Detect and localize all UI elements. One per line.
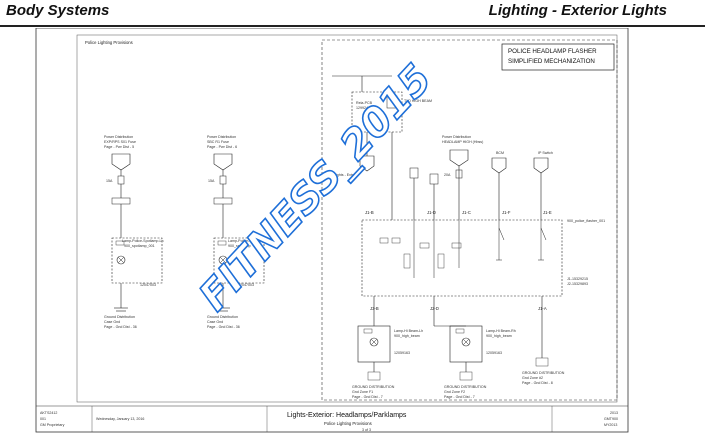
tb-doc-no: AKTS2412 xyxy=(40,411,57,415)
ip-switch-label: IP Switch xyxy=(538,151,553,155)
lights-exterior-label: Lights - Exterior xyxy=(334,173,360,177)
tb-code1: GMT900 xyxy=(604,417,618,421)
hi-beam-lh-label: Lamp-Hi Beam-Lh xyxy=(394,329,423,333)
j1-codes-1: J1-15329215 xyxy=(567,277,588,281)
fuse-20a-label: 20A xyxy=(444,173,451,177)
mid-power-line3: Page - Pwr Dist - 6 xyxy=(207,145,237,149)
hi-beam-label: TLD HIGH BEAM xyxy=(404,99,432,103)
left-ground-line2: Case Gnd xyxy=(104,320,120,324)
hi-beam-rh-label: Lamp-Hi Beam-Rh xyxy=(486,329,516,333)
left-ground-line3: Page - Gnd Dist - 36 xyxy=(104,325,137,329)
wiring-diagram: Police Lighting Provisions POLICE HEADLA… xyxy=(35,27,629,433)
mid-ground-title: Ground Distribution xyxy=(207,315,238,319)
left-lamp-label: Lamp-Police-Spotlamp-Lh xyxy=(122,239,164,243)
conn-j1f: J1-F xyxy=(502,210,511,215)
conn-j1e: J1-E xyxy=(543,210,552,215)
flasher-module-label: 900_police_flasher_001 xyxy=(567,219,605,223)
header-rule xyxy=(0,25,705,27)
relay-part: 12992403 xyxy=(356,106,372,110)
hi-beam-rh-part: 12059163 xyxy=(486,351,502,355)
relay-label: Rela-PCB xyxy=(356,101,373,105)
drawing-border xyxy=(76,34,618,403)
conn-j1d: J1-D xyxy=(427,210,436,215)
hi-beam-lh-part: 12059163 xyxy=(394,351,410,355)
conn-j1b: J1-B xyxy=(365,210,374,215)
section-title: Police Lighting Provisions xyxy=(85,40,133,45)
tb-code2: MY2013 xyxy=(604,423,617,427)
tb-title: Lights-Exterior: Headlamps/Parklamps xyxy=(287,412,407,419)
schematic-sheet: Police Lighting Provisions POLICE HEADLA… xyxy=(32,27,632,440)
left-lamp-part: 12047003 xyxy=(140,283,156,287)
page-header: Body Systems Lighting - Exterior Lights xyxy=(0,0,705,27)
tb-year: 2013 xyxy=(610,411,618,415)
conn-j2d: J2-D xyxy=(430,306,439,311)
gnd-dist-2-page: Page - Gnd Dist - 7 xyxy=(444,395,475,399)
mid-ground-line2: Case Gnd xyxy=(207,320,223,324)
header-right-title: Lighting - Exterior Lights xyxy=(488,2,667,19)
hi-beam-lh-sub: 900_high_beam xyxy=(394,334,420,338)
left-spotlamp-circuit: Power Distribution EXP/RPS S01 Fuse Page… xyxy=(104,135,164,329)
tb-owner: GM Proprietary xyxy=(40,423,65,427)
headlamp-flasher-circuit: Rela-PCB 12992403 TLD HIGH BEAM Lights -… xyxy=(332,75,605,399)
sheet-frame xyxy=(35,27,629,433)
gnd-dist-3-page: Page - Gnd Dist - 8 xyxy=(522,381,553,385)
j1-codes-2: J2-15329893 xyxy=(567,282,588,286)
left-lamp-line2: 900_spotlamp_001 xyxy=(124,244,155,248)
left-fuse xyxy=(117,175,125,185)
right-power-title: Power Distribution xyxy=(442,135,471,139)
left-power-line2: EXP/RPS S01 Fuse xyxy=(104,140,136,144)
mid-lamp-label: Lamp-Police-Spotlamp-Rh xyxy=(228,239,270,243)
gnd-dist-1-sub: Gnd Zone F1 xyxy=(352,390,373,394)
tb-subtitle: Police Lighting Provisions xyxy=(324,421,372,426)
mid-ground-line3: Page - Gnd Dist - 36 xyxy=(207,325,240,329)
tb-sheet: 3 of 3 xyxy=(362,428,371,432)
mid-fuse-label: 15A xyxy=(208,179,215,183)
mechanization-box xyxy=(321,39,618,401)
hi-beam-rh-sub: 900_high_beam xyxy=(486,334,512,338)
conn-j1c: J1-C xyxy=(462,210,471,215)
tb-rev: 001 xyxy=(40,417,46,421)
gnd-dist-3-sub: Gnd Zone #2 xyxy=(522,376,543,380)
flasher-module-box xyxy=(361,219,563,297)
header-left-title: Body Systems xyxy=(6,2,110,19)
box-title-frame xyxy=(501,43,615,71)
right-spotlamp-circuit: Power Distribution SBC R1 Fuse Page - Pw… xyxy=(207,135,270,329)
tb-date: Wednesday, January 13, 2016 xyxy=(96,417,144,421)
box-title-line1: POLICE HEADLAMP FLASHER xyxy=(508,48,597,55)
title-block: AKTS2412 001 GM Proprietary Wednesday, J… xyxy=(36,405,628,432)
gnd-dist-2-sub: Gnd Zone F2 xyxy=(444,390,465,394)
mid-fuse xyxy=(219,175,227,185)
box-title-line2: SIMPLIFIED MECHANIZATION xyxy=(508,58,595,65)
left-power-line3: Page - Pwr Dist - 5 xyxy=(104,145,134,149)
mid-lamp-part: 12047003 xyxy=(238,283,254,287)
right-power-sub: HEADLAMP HIGH (Hbss) xyxy=(442,140,483,144)
mid-power-line2: SBC R1 Fuse xyxy=(207,140,229,144)
left-power-title: Power Distribution xyxy=(104,135,133,139)
left-power-pentagon xyxy=(111,153,131,171)
bcm-label: BCM xyxy=(496,151,504,155)
left-ground-title: Ground Distribution xyxy=(104,315,135,319)
left-fuse-label: 15A xyxy=(106,179,113,183)
gnd-dist-3: GROUND DISTRIBUTION xyxy=(522,371,565,375)
conn-j1a: J1-A xyxy=(538,306,547,311)
gnd-dist-1-page: Page - Gnd Dist - 7 xyxy=(352,395,383,399)
mid-lamp-line2: 900_spotlamp xyxy=(228,244,251,248)
mid-power-pentagon xyxy=(213,153,233,171)
mid-power-title: Power Distribution xyxy=(207,135,236,139)
conn-j3b: J3-B xyxy=(370,306,379,311)
gnd-dist-1: GROUND DISTRIBUTION xyxy=(352,385,395,389)
gnd-dist-2: GROUND DISTRIBUTION xyxy=(444,385,487,389)
